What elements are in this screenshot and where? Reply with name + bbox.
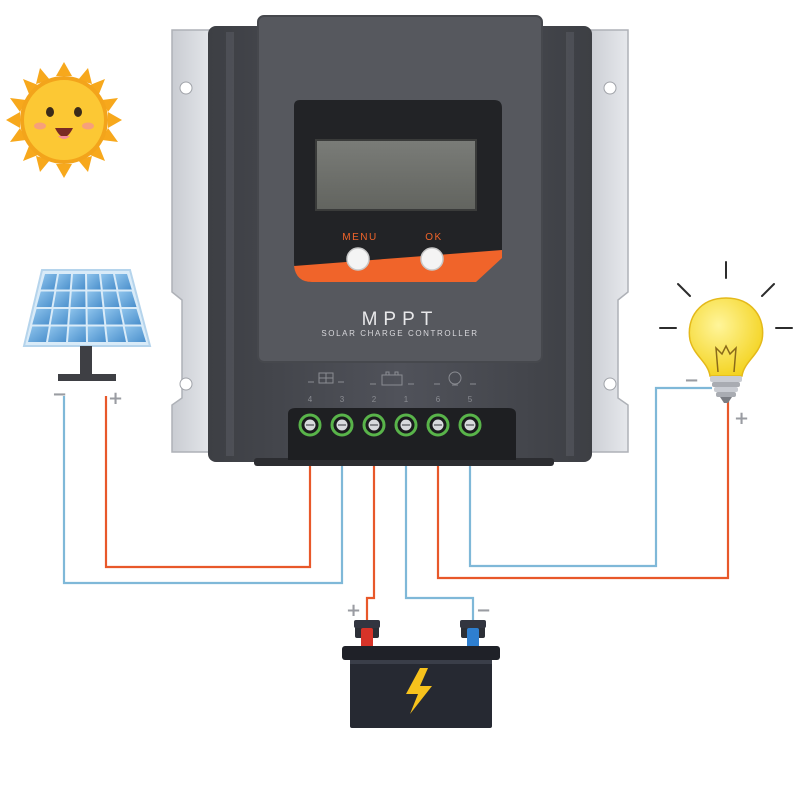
solar-cell xyxy=(87,274,101,290)
brand-subtitle: Solar Charge Controller xyxy=(321,329,478,338)
solar-cell xyxy=(28,326,49,342)
battery-positive-sign: + xyxy=(346,600,361,621)
panel-negative-sign: − xyxy=(52,384,67,405)
solar-cell xyxy=(40,274,57,290)
ok-button-label: OK xyxy=(425,232,442,243)
terminal-number: 3 xyxy=(340,395,345,404)
orange-accent-stripe xyxy=(294,250,502,282)
wire-panel-negative xyxy=(62,396,344,585)
sun-icon xyxy=(6,62,122,178)
terminal-number: 6 xyxy=(436,395,441,404)
terminal-screw xyxy=(426,413,450,437)
terminal-screw xyxy=(362,413,386,437)
solar-cell xyxy=(36,291,55,307)
solar-cell xyxy=(106,326,126,342)
wire-battery-negative xyxy=(404,428,475,632)
terminal-number: 1 xyxy=(404,395,409,404)
solar-cell xyxy=(70,291,86,307)
battery-negative-sign: − xyxy=(476,600,491,621)
solar-panel-icon xyxy=(22,269,152,381)
solar-cell xyxy=(50,309,69,325)
solar-cell xyxy=(71,274,86,290)
terminal-screw xyxy=(394,413,418,437)
wire-load-positive xyxy=(436,398,730,580)
ok-button[interactable] xyxy=(420,247,444,271)
charge-controller: MENU OK MPPT Solar Charge Controller 4 3 2… xyxy=(171,15,629,466)
solar-cell xyxy=(68,326,86,342)
light-bulb-icon xyxy=(659,261,793,403)
terminals xyxy=(298,413,482,437)
wire-battery-positive xyxy=(365,428,376,632)
wire-panel-positive xyxy=(104,396,312,569)
load-terminal-icon xyxy=(434,371,476,386)
load-negative-sign: − xyxy=(684,370,699,391)
terminal-screw xyxy=(458,413,482,437)
solar-cell xyxy=(53,291,70,307)
battery-icon xyxy=(342,620,500,728)
battery-terminal-icon xyxy=(370,371,414,386)
solar-cell xyxy=(87,326,106,342)
solar-cell xyxy=(102,291,120,307)
brand-title: MPPT xyxy=(362,309,439,330)
load-positive-sign: + xyxy=(734,408,749,429)
terminal-number: 2 xyxy=(372,395,377,404)
menu-button-label: MENU xyxy=(342,232,377,243)
terminal-screw xyxy=(330,413,354,437)
terminal-numbers: 4 3 2 1 6 5 xyxy=(308,395,473,404)
solar-cell xyxy=(104,309,123,325)
wire-load-negative xyxy=(468,386,712,568)
solar-terminal-icon xyxy=(308,372,344,384)
solar-cell xyxy=(48,326,68,342)
solar-cell xyxy=(87,309,105,325)
terminal-number: 5 xyxy=(468,395,473,404)
panel-positive-sign: + xyxy=(108,388,123,409)
solar-cell xyxy=(32,309,52,325)
solar-cell xyxy=(124,326,146,342)
menu-button[interactable] xyxy=(346,247,370,271)
solar-cell xyxy=(69,309,86,325)
solar-cell xyxy=(118,291,137,307)
solar-cell xyxy=(101,274,117,290)
mounting-bracket-right xyxy=(585,29,629,453)
solar-panel-cells xyxy=(28,274,146,342)
solar-cell xyxy=(56,274,71,290)
lcd-screen xyxy=(315,139,477,211)
lightning-bolt-icon xyxy=(406,668,432,714)
terminal-number: 4 xyxy=(308,395,313,404)
solar-cell xyxy=(87,291,103,307)
solar-cell xyxy=(121,309,142,325)
mounting-bracket-left xyxy=(171,29,215,453)
solar-cell xyxy=(115,274,132,290)
terminal-screw xyxy=(298,413,322,437)
wiring xyxy=(62,386,730,632)
